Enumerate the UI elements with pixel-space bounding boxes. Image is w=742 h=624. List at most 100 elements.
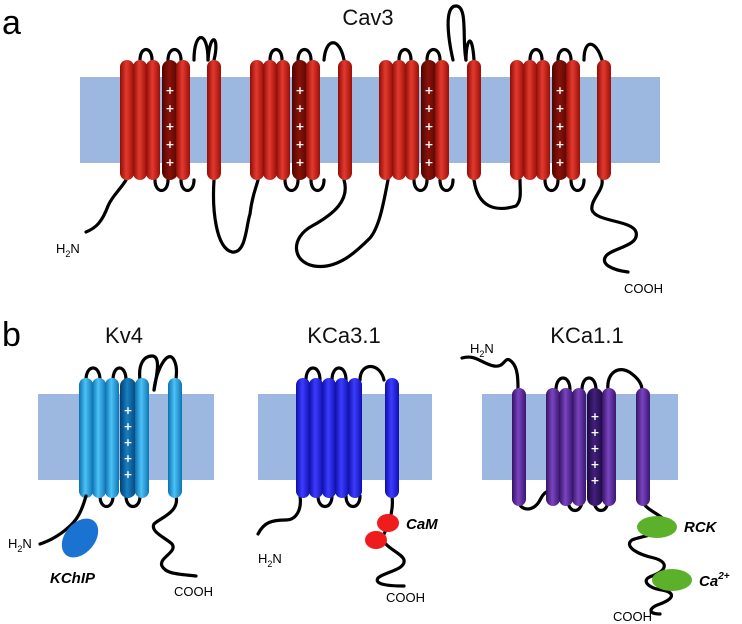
kv4-loops — [84, 354, 198, 578]
kca11-s2 — [559, 388, 573, 506]
calcium-bowl-domain — [652, 569, 692, 591]
kv4-s2 — [92, 378, 106, 498]
svg-text:+: + — [165, 102, 174, 115]
svg-text:+: + — [590, 410, 599, 423]
cav3-d3-s1 — [379, 60, 393, 180]
kca11-n-terminal-tail — [460, 355, 520, 392]
plus-icon: + + + + + — [123, 404, 132, 481]
cav3-c-terminal-tail — [590, 178, 638, 274]
kca11-n-terminus-label: H2N — [470, 341, 494, 359]
svg-text:+: + — [590, 474, 599, 487]
svg-text:+: + — [424, 84, 433, 97]
svg-text:+: + — [555, 156, 564, 169]
kv4-n-terminal-tail — [38, 494, 88, 546]
cav3-d4-s2 — [523, 60, 537, 180]
cav3-helices — [120, 60, 611, 180]
svg-text:+: + — [555, 102, 564, 115]
kca11-channel: KCa1.1 + — [460, 323, 730, 624]
kv4-s5 — [135, 378, 149, 498]
plus-icon: + + + + + — [165, 84, 174, 169]
svg-text:+: + — [123, 468, 132, 481]
kca11-title: KCa1.1 — [550, 323, 623, 348]
svg-text:+: + — [295, 84, 304, 97]
ca-label: Ca2+ — [699, 571, 730, 590]
svg-text:+: + — [424, 102, 433, 115]
cav3-d3-s4-voltage-sensor — [421, 60, 437, 180]
cav3-title: Cav3 — [342, 5, 393, 30]
svg-text:+: + — [590, 442, 599, 455]
kca31-s5 — [348, 378, 362, 498]
cam-label: CaM — [406, 516, 438, 533]
panel-a: a Cav3 — [2, 4, 663, 296]
kca31-s1 — [296, 378, 310, 498]
panel-b-letter: b — [2, 316, 21, 354]
cav3-d2-s3 — [276, 60, 290, 180]
kv4-channel: Kv4 + + + — [8, 323, 214, 599]
cav3-d3-s6 — [467, 60, 481, 180]
cav3-c-terminus-label: COOH — [624, 281, 663, 296]
cav3-n-terminus-label: H2N — [56, 241, 80, 259]
svg-text:+: + — [424, 120, 433, 133]
svg-text:+: + — [295, 138, 304, 151]
cav3-d4-s3 — [536, 60, 550, 180]
cav3-d2-s2 — [263, 60, 277, 180]
rck-domain — [637, 516, 677, 538]
svg-text:+: + — [424, 156, 433, 169]
kca11-c-terminus-label: COOH — [613, 609, 652, 624]
kv4-s4-voltage-sensor — [120, 378, 136, 498]
cav3-d4-s1 — [510, 60, 524, 180]
calmodulin-subunit — [365, 514, 399, 549]
cav3-d3-s2 — [392, 60, 406, 180]
kv4-s3 — [105, 378, 119, 498]
cav3-linker-iii-iv — [472, 178, 522, 210]
svg-text:+: + — [555, 84, 564, 97]
cav3-d1-s5 — [176, 60, 190, 180]
cav3-d4-s5 — [566, 60, 580, 180]
kca11-s0 — [512, 388, 526, 506]
cav3-d1-s1 — [120, 60, 134, 180]
cav3-n-terminal-tail — [84, 178, 128, 234]
cav3-d1-s4-voltage-sensor — [162, 60, 178, 180]
cav3-d2-s4-voltage-sensor — [292, 60, 308, 180]
kv4-s6 — [168, 378, 182, 498]
cav3-d3-s3 — [405, 60, 419, 180]
svg-text:+: + — [555, 138, 564, 151]
kv4-title: Kv4 — [105, 323, 143, 348]
svg-text:+: + — [555, 120, 564, 133]
calmodulin-lobe — [377, 514, 399, 532]
svg-text:+: + — [165, 138, 174, 151]
kca31-helices — [296, 378, 399, 498]
cav3-d4-s4-voltage-sensor — [552, 60, 568, 180]
svg-text:+: + — [295, 102, 304, 115]
kca11-s6 — [636, 388, 650, 506]
svg-text:+: + — [165, 120, 174, 133]
rck-label: RCK — [684, 519, 718, 536]
cav3-d2-s6 — [338, 60, 352, 180]
svg-text:+: + — [590, 426, 599, 439]
kchip-subunit — [61, 518, 99, 558]
cav3-d2-s1 — [250, 60, 264, 180]
kca31-s6 — [385, 378, 399, 498]
kchip-label: KChIP — [50, 570, 96, 587]
kca31-s4 — [335, 378, 349, 498]
cav3-gating-charges: + + + + + + + + + + + + + + + + — [165, 84, 564, 169]
kca31-channel: KCa3.1 — [256, 323, 438, 605]
plus-icon: + + + + + — [424, 84, 433, 169]
svg-text:+: + — [295, 120, 304, 133]
cav3-domain-4 — [510, 60, 611, 180]
kv4-helices — [79, 378, 182, 498]
cav3-d2-s5 — [306, 60, 320, 180]
svg-text:+: + — [165, 156, 174, 169]
calmodulin-lobe — [365, 531, 387, 549]
svg-text:+: + — [123, 404, 132, 417]
cav3-linker-i-ii — [211, 178, 260, 254]
kv4-c-terminal-tail — [151, 494, 198, 578]
panel-b: b Kv4 + — [2, 316, 730, 624]
kca11-s5 — [602, 388, 616, 506]
kca31-n-terminal-tail — [256, 494, 302, 536]
kca31-title: KCa3.1 — [307, 323, 380, 348]
kca31-n-terminus-label: H2N — [258, 551, 282, 569]
cav3-domain-1 — [120, 60, 221, 180]
cav3-linker-ii-iii — [294, 178, 390, 269]
